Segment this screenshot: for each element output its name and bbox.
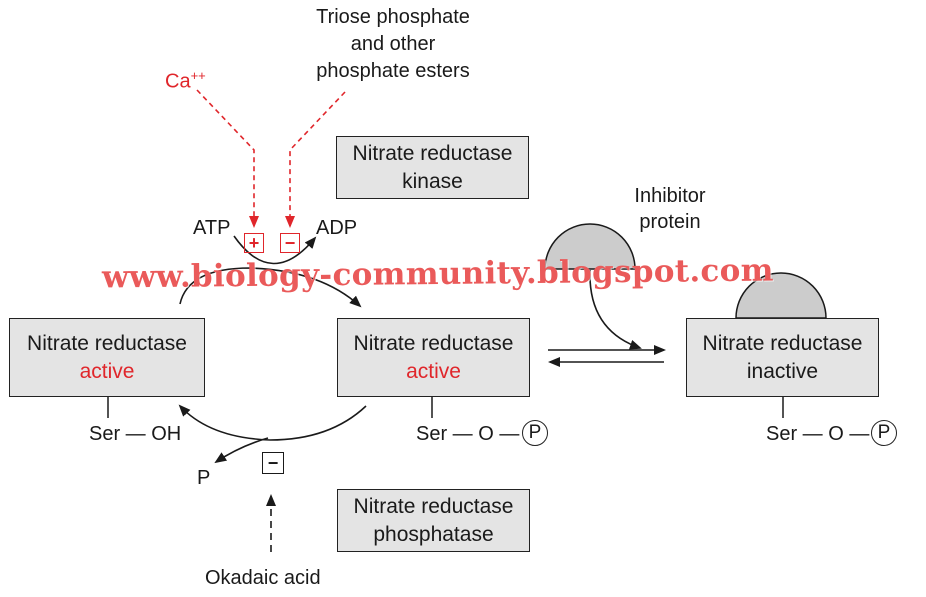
kinase-line-1: Nitrate reductase xyxy=(352,141,513,165)
activation-sign: + xyxy=(244,233,264,253)
triose-line-1: Triose phosphate xyxy=(316,6,470,28)
released-phosphate-label: P xyxy=(197,467,211,489)
inactive-right-state: inactive xyxy=(746,359,819,383)
kinase-line-2: kinase xyxy=(402,169,463,193)
triose-phosphate-label: Triose phosphate and other phosphate est… xyxy=(298,4,488,85)
active-middle-state: active xyxy=(406,359,461,383)
phosphatase-line-2: phosphatase xyxy=(373,522,494,546)
inhibitor-line-2: protein xyxy=(639,211,701,233)
active-middle-name: Nitrate reductase xyxy=(353,331,514,355)
phosphatase-inhibition-sign: − xyxy=(262,452,284,474)
inhibitor-binding-arrow xyxy=(589,269,642,350)
ser-o-middle-label: Ser — O — xyxy=(416,423,520,445)
watermark-url: www.biology-community.blogspot.com xyxy=(101,252,774,296)
active-box-left: Nitrate reductase active xyxy=(9,318,205,397)
phosphate-group-right: P xyxy=(871,420,897,446)
adp-label: ADP xyxy=(316,217,358,239)
ser-oh-label: Ser — OH xyxy=(89,423,182,445)
phosphate-release-arrow xyxy=(214,437,269,464)
phosphorylation-arrow xyxy=(179,267,362,308)
phosphate-group-middle: P xyxy=(522,420,548,446)
inhibition-sign: − xyxy=(280,233,300,253)
inhibitor-protein-bound xyxy=(735,272,827,319)
calcium-activation-arrow xyxy=(196,89,259,228)
active-left-state: active xyxy=(79,359,135,383)
ser-o-right-label: Ser — O — xyxy=(766,423,870,445)
inhibitor-protein-label: Inhibitor protein xyxy=(615,183,725,235)
calcium-charge: ++ xyxy=(190,68,206,83)
triose-inhibition-arrow xyxy=(285,91,346,228)
triose-line-2: and other xyxy=(350,33,436,55)
calcium-label: Ca++ xyxy=(165,64,206,94)
calcium-base: Ca xyxy=(165,70,191,93)
dephosphorylation-arrow xyxy=(178,404,367,441)
atp-label: ATP xyxy=(193,217,231,239)
inactive-right-name: Nitrate reductase xyxy=(702,331,863,355)
atp-adp-arc xyxy=(233,235,317,265)
phosphatase-box: Nitrate reductase phosphatase xyxy=(337,489,530,552)
active-box-middle: Nitrate reductase active xyxy=(337,318,530,397)
phosphatase-line-1: Nitrate reductase xyxy=(353,494,514,518)
inhibitor-line-1: Inhibitor xyxy=(634,185,706,207)
active-left-name: Nitrate reductase xyxy=(27,331,187,355)
triose-line-3: phosphate esters xyxy=(316,60,470,82)
okadaic-acid-label: Okadaic acid xyxy=(205,567,321,589)
inhibitor-protein-free xyxy=(544,223,636,270)
inactive-box-right: Nitrate reductase inactive xyxy=(686,318,879,397)
kinase-box: Nitrate reductase kinase xyxy=(336,136,529,199)
